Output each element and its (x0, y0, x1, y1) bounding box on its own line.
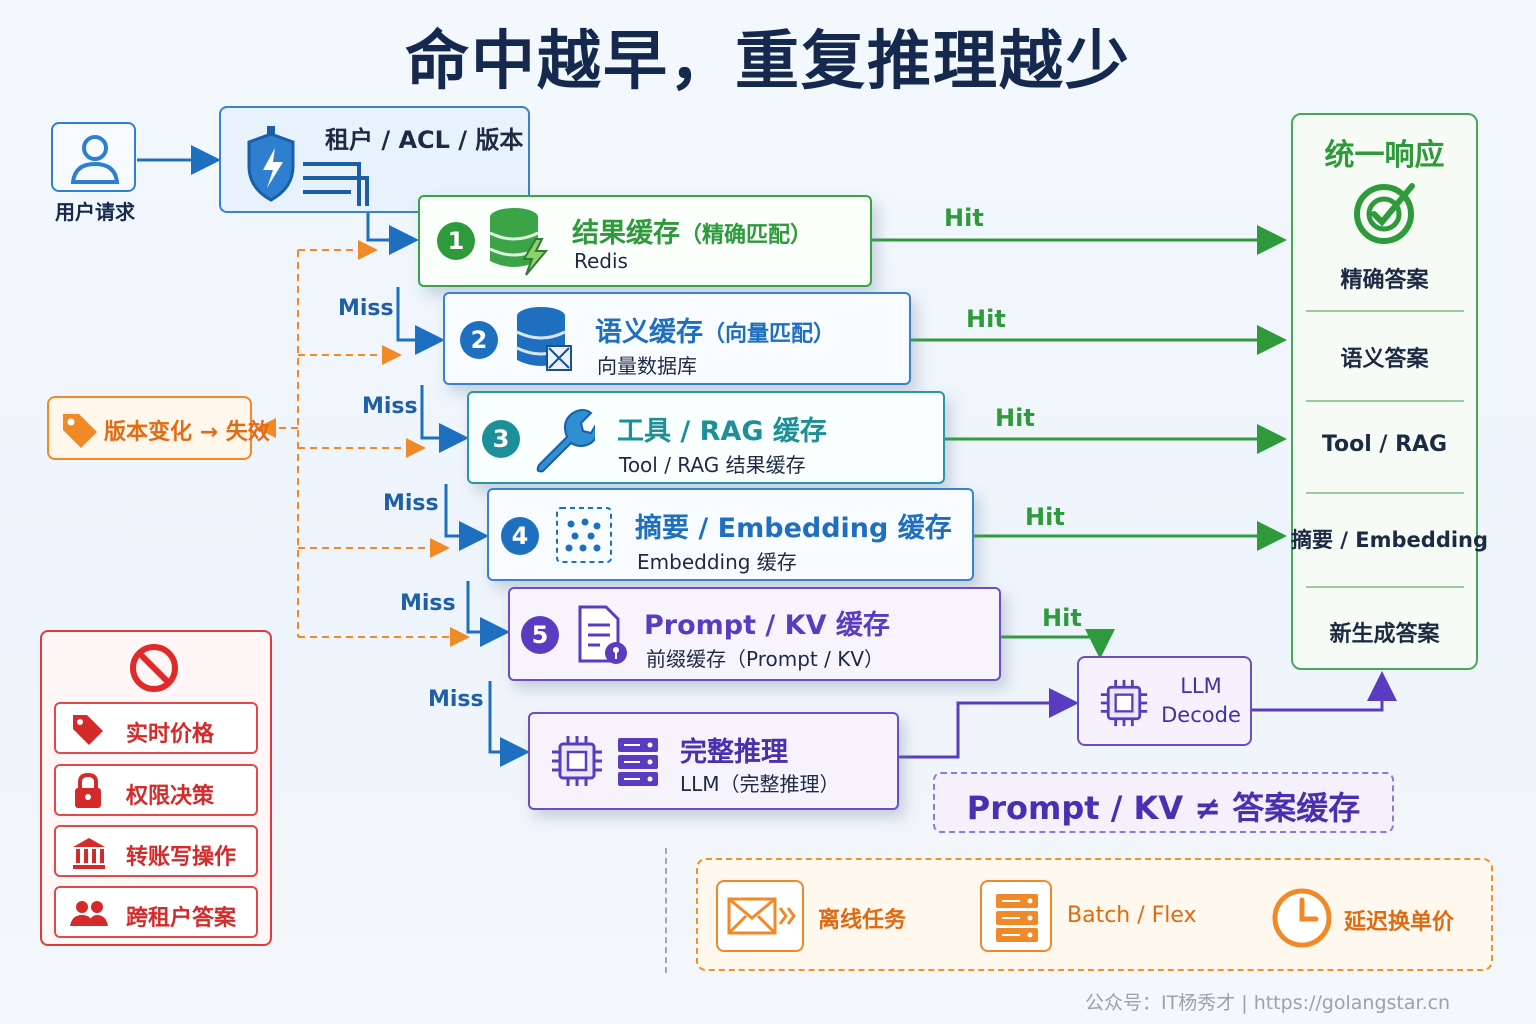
version-invalidation-label: 版本变化 → 失效 (104, 420, 270, 445)
tier-sub: Embedding 缓存 (637, 550, 797, 574)
document-key-icon (578, 605, 627, 664)
embedding-dots-icon (556, 507, 612, 563)
response-item: 语义答案 (1340, 347, 1429, 372)
tier-title-text: 语义缓存 (595, 317, 703, 348)
server-icon (618, 738, 658, 786)
tier-full-inference: 完整推理 LLM（完整推理） (528, 712, 899, 810)
shield-icon (247, 126, 369, 206)
no-cache-label: 实时价格 (126, 722, 215, 747)
offline-panel (696, 858, 1493, 971)
kv-note-box (933, 772, 1394, 833)
version-invalidation-node (47, 396, 252, 460)
miss-label-2: Miss (362, 394, 418, 419)
acl-label: 租户 / ACL / 版本 (325, 126, 524, 154)
tier-title: 语义缓存（向量匹配） (595, 310, 835, 349)
tier-sub: LLM（完整推理） (680, 772, 840, 796)
clock-icon (1272, 888, 1332, 948)
miss-label-4: Miss (400, 591, 456, 616)
no-cache-item: 权限决策 (54, 764, 258, 816)
tier-title-note: （向量匹配） (703, 322, 836, 347)
user-icon (70, 135, 120, 184)
wrench-icon (536, 409, 595, 473)
kv-note-label: Prompt / KV ≠ 答案缓存 (966, 789, 1361, 827)
vector-database-icon (516, 307, 572, 371)
users-icon (70, 901, 108, 926)
page-title: 命中越早，重复推理越少 (405, 25, 1131, 99)
tier-number: 2 (460, 321, 498, 359)
response-divider (1306, 400, 1464, 402)
response-item: 精确答案 (1340, 268, 1429, 293)
batch-flex-label: Batch / Flex (1067, 903, 1197, 928)
llm-decode-line2: Decode (1161, 703, 1241, 727)
hit-label-5: Hit (1042, 604, 1082, 632)
unified-response-panel (1291, 113, 1478, 670)
no-cache-label: 跨租户答案 (126, 906, 237, 931)
bank-icon (73, 838, 105, 869)
llm-decode-line1: LLM (1180, 674, 1222, 698)
tier-semantic-cache: 2 语义缓存（向量匹配） 向量数据库 (443, 292, 911, 385)
chip-icon (1100, 679, 1148, 727)
mail-icon (727, 897, 796, 935)
hit-label-4: Hit (1025, 503, 1065, 531)
lock-icon (75, 772, 101, 808)
target-check-icon (1354, 183, 1415, 244)
miss-label-3: Miss (383, 491, 439, 516)
tier-title: Prompt / KV 缓存 (644, 610, 890, 641)
response-item: 新生成答案 (1329, 622, 1440, 647)
tier-sub: Redis (574, 249, 628, 273)
offline-task-node (716, 880, 804, 952)
no-cache-item: 实时价格 (54, 702, 258, 754)
chip-icon (552, 736, 602, 786)
tag-icon (63, 414, 97, 448)
tier-title-note: （精确匹配） (680, 223, 813, 248)
no-cache-item: 跨租户答案 (54, 886, 258, 938)
no-cache-label: 权限决策 (126, 784, 215, 809)
tier-result-cache: 1 结果缓存（精确匹配） Redis (418, 195, 872, 287)
no-entry-icon (130, 644, 178, 692)
tier-embedding-cache: 4 摘要 / Embedding 缓存 Embedding 缓存 (487, 488, 974, 581)
server-icon (996, 894, 1038, 942)
llm-decode-node (1077, 656, 1252, 746)
tier-title-text: 结果缓存 (572, 218, 680, 249)
tier-number: 3 (482, 420, 520, 458)
user-request-node (51, 122, 136, 192)
no-cache-item: 转账写操作 (54, 825, 258, 877)
tier-sub: 向量数据库 (597, 354, 697, 378)
offline-task-label: 离线任务 (818, 908, 907, 933)
response-divider (1306, 586, 1464, 588)
tier-title: 工具 / RAG 缓存 (617, 416, 827, 447)
tier-tool-rag-cache: 3 工具 / RAG 缓存 Tool / RAG 结果缓存 (467, 391, 945, 484)
miss-label-1: Miss (338, 296, 394, 321)
delay-price-label: 延迟换单价 (1344, 910, 1455, 935)
database-bolt-icon (489, 208, 549, 276)
tier-title: 摘要 / Embedding 缓存 (635, 513, 952, 544)
hit-label-3: Hit (995, 404, 1035, 432)
tier-title: 完整推理 (680, 737, 788, 768)
tier-number: 4 (501, 517, 539, 555)
response-divider (1306, 492, 1464, 494)
tier-number: 5 (521, 616, 559, 654)
tier-title: 结果缓存（精确匹配） (572, 211, 812, 250)
response-item: 摘要 / Embedding (1291, 528, 1489, 552)
hit-label-1: Hit (944, 204, 984, 232)
response-item: Tool / RAG (1321, 432, 1448, 457)
llm-decode-label: LLM Decode (1160, 672, 1242, 730)
tier-prompt-kv-cache: 5 Prompt / KV 缓存 前缀缓存（Prompt / KV） (508, 587, 1001, 681)
batch-server-node (980, 880, 1052, 952)
footer-credit: 公众号：IT杨秀才 | https://golangstar.cn (1085, 992, 1451, 1014)
user-request-label: 用户请求 (55, 200, 135, 224)
divider-dashed (665, 848, 667, 973)
miss-label-5: Miss (428, 687, 484, 712)
no-cache-label: 转账写操作 (126, 845, 237, 870)
tier-sub: 前缀缓存（Prompt / KV） (646, 647, 884, 671)
tier-sub: Tool / RAG 结果缓存 (619, 453, 806, 477)
response-divider (1306, 310, 1464, 312)
tier-number: 1 (437, 222, 475, 260)
price-tag-icon (73, 715, 103, 745)
unified-response-title: 统一响应 (1324, 138, 1445, 173)
hit-label-2: Hit (966, 305, 1006, 333)
